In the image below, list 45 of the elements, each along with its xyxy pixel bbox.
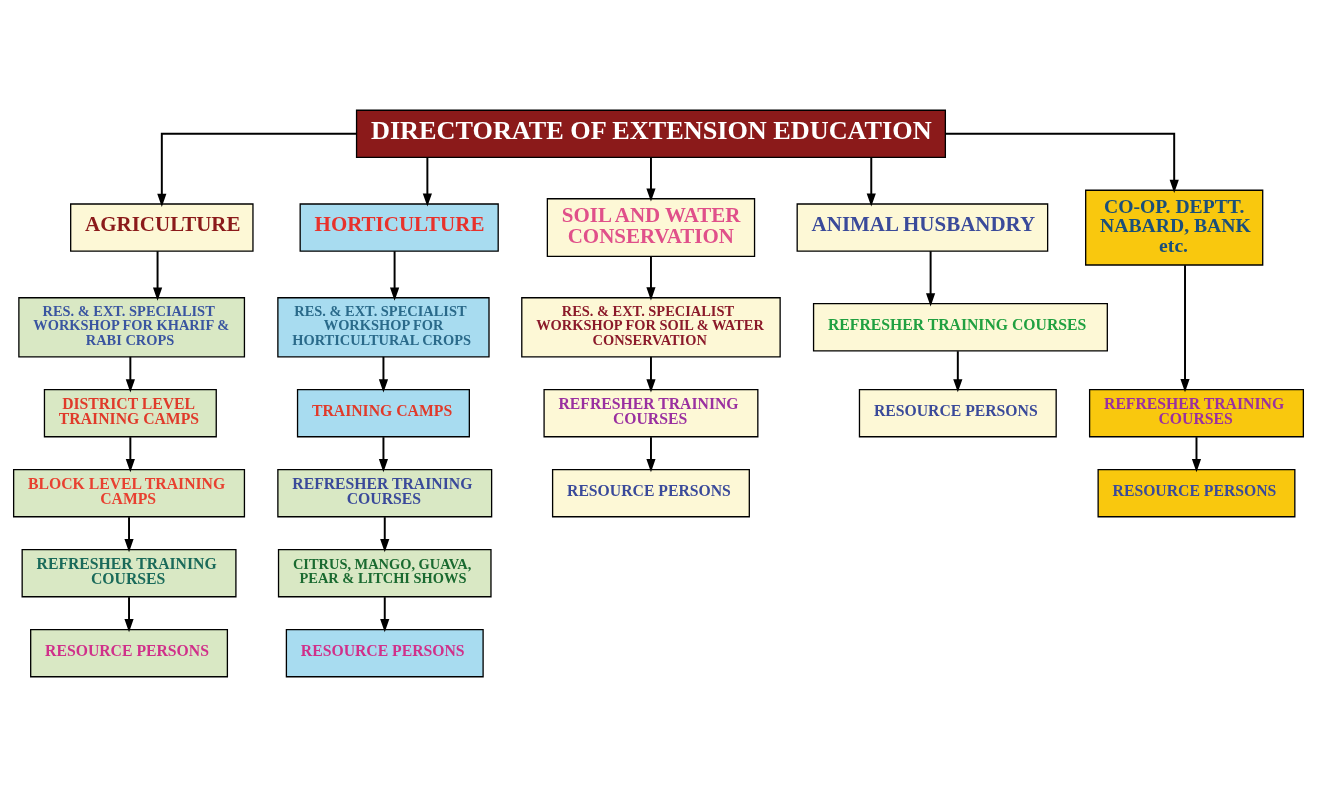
arrow (157, 132, 358, 207)
arrow (1191, 435, 1202, 472)
arrow (378, 355, 389, 392)
node-box: RESOURCE PERSONS (285, 628, 484, 677)
node-box: REFRESHER TRAINING COURSES (21, 548, 237, 597)
arrow (380, 595, 390, 632)
node-box: REFRESHER TRAINING COURSES (812, 302, 1108, 352)
node-box: ANIMAL HUSBANDRY (796, 202, 1049, 252)
node-box: REFRESHER TRAINING COURSES (1088, 388, 1304, 437)
arrow (124, 595, 134, 632)
arrow (152, 249, 163, 301)
node-box: BLOCK LEVEL TRAINING CAMPS (13, 468, 246, 517)
arrow (124, 515, 134, 552)
arrow (953, 349, 963, 392)
node-box: HORTICULTURE (299, 202, 499, 252)
arrow (378, 435, 389, 472)
node-box: REFRESHER TRAINING COURSES (277, 468, 493, 517)
node-box: SOIL AND WATER CONSERVATION (546, 197, 756, 257)
node-box: CO-OP. DEPTT. NABARD, BANK etc. (1085, 189, 1264, 266)
arrow (125, 355, 135, 392)
node-box: REFRESHER TRAINING COURSES (543, 388, 759, 437)
arrow (646, 156, 656, 202)
arrow (944, 132, 1179, 193)
node-box: RES. & EXT. SPECIALIST WORKSHOP FOR SOIL & WATER CONSERVATION (521, 296, 781, 357)
node-box: RES. & EXT. SPECIALIST WORKSHOP FOR HORTICULTURAL CROPS (277, 296, 490, 357)
arrow (646, 355, 656, 392)
arrow (422, 156, 432, 207)
node-box: DISTRICT LEVEL TRAINING CAMPS (43, 388, 217, 437)
node-box: RESOURCE PERSONS (858, 388, 1057, 437)
arrow (646, 435, 656, 472)
node-box: RES. & EXT. SPECIALIST WORKSHOP FOR KHARIF & RABI CROPS (18, 296, 246, 357)
node-box: CITRUS, MANGO, GUAVA, PEAR & LITCHI SHOWS (277, 548, 492, 597)
arrow (926, 249, 936, 306)
node-box: DIRECTORATE OF EXTENSION EDUCATION (355, 109, 946, 158)
arrow (646, 255, 656, 300)
node-box: RESOURCE PERSONS (30, 628, 229, 677)
node-box: AGRICULTURE (70, 202, 254, 252)
arrow (866, 156, 876, 207)
node-box: TRAINING CAMPS (296, 388, 470, 437)
arrow (125, 435, 135, 472)
node-box: RESOURCE PERSONS (1097, 468, 1296, 517)
arrow (390, 249, 400, 301)
arrow (380, 515, 390, 552)
node-box: RESOURCE PERSONS (551, 468, 750, 517)
arrow (1180, 263, 1190, 392)
